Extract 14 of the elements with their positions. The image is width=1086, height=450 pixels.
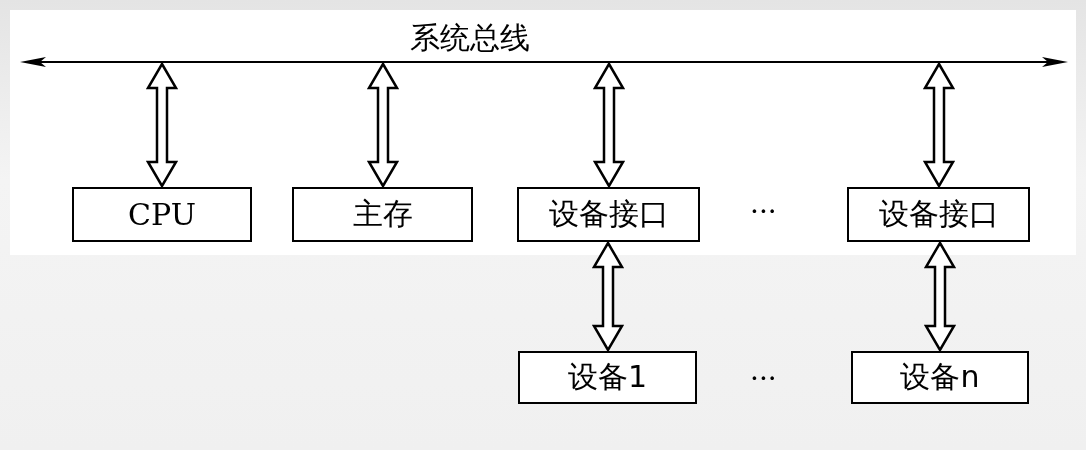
double-arrow bbox=[923, 240, 957, 353]
device-box: 设备n bbox=[851, 351, 1029, 404]
component-box: 主存 bbox=[292, 187, 473, 242]
device-box: 设备1 bbox=[518, 351, 697, 404]
double-arrow bbox=[922, 61, 956, 189]
component-box: CPU bbox=[72, 187, 252, 242]
double-arrow bbox=[145, 61, 179, 189]
double-arrow bbox=[591, 240, 625, 353]
double-arrow bbox=[366, 61, 400, 189]
interface-box: 设备接口 bbox=[517, 187, 700, 242]
interface-box: 设备接口 bbox=[847, 187, 1030, 242]
double-arrow bbox=[592, 61, 626, 189]
ellipsis: ··· bbox=[750, 362, 777, 395]
ellipsis: ··· bbox=[750, 195, 777, 228]
